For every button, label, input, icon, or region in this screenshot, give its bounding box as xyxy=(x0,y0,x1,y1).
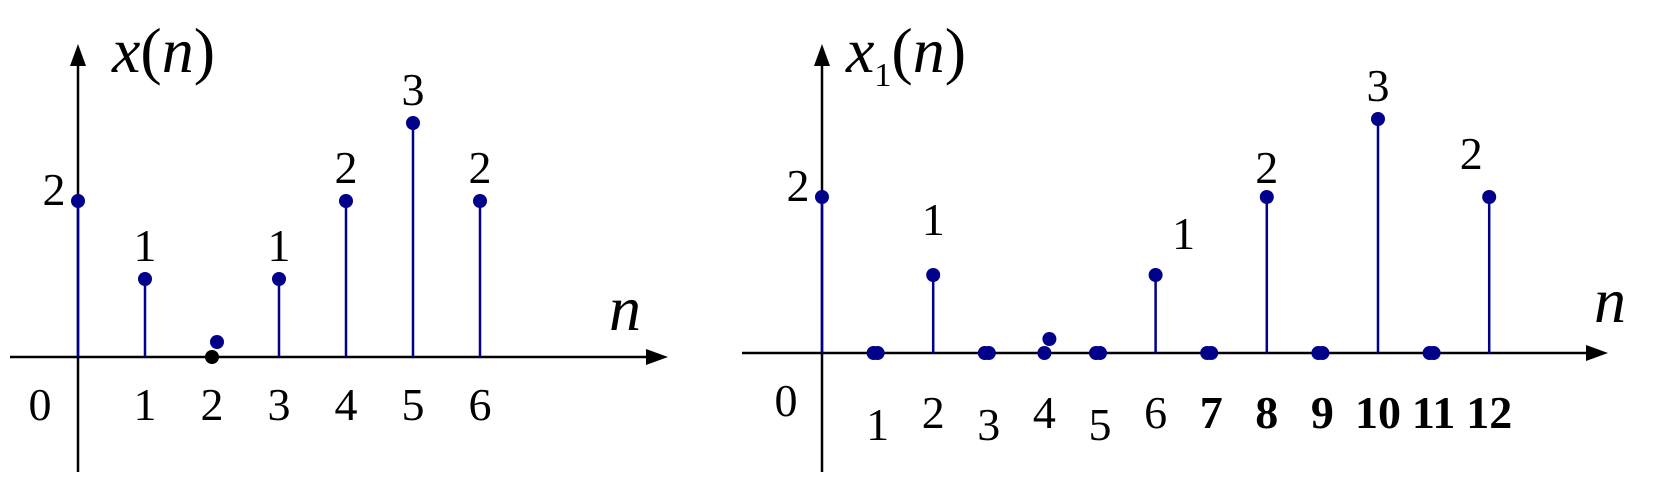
stem-marker xyxy=(1371,112,1385,126)
x-tick-label: 2 xyxy=(201,379,224,430)
x-tick-label: 4 xyxy=(335,379,358,430)
x-tick-label: 12 xyxy=(1466,387,1512,438)
stem-marker xyxy=(1148,268,1163,282)
x-tick-label: 7 xyxy=(1200,387,1223,438)
chart-title-arg: n xyxy=(913,15,945,86)
zero-marker-double xyxy=(1200,346,1215,360)
zero-marker xyxy=(1037,346,1052,360)
x-tick-label: 1 xyxy=(134,379,157,430)
zero-marker-double xyxy=(1089,346,1103,360)
chart-title-base: x xyxy=(845,15,874,86)
x-tick-label: 1 xyxy=(866,399,889,450)
zero-marker-double xyxy=(1422,346,1437,360)
chart-title: x(n) xyxy=(111,15,215,86)
y-axis-arrow xyxy=(70,44,86,66)
x-tick-label: 5 xyxy=(402,379,425,430)
stem-marker xyxy=(1259,190,1274,204)
value-label: 2 xyxy=(787,160,810,211)
y-axis-arrow xyxy=(814,44,830,66)
origin-label: 0 xyxy=(29,379,52,430)
chart-title-base: x xyxy=(111,15,140,86)
value-label: 1 xyxy=(1172,208,1195,259)
zero-marker-double xyxy=(1311,346,1326,360)
x-tick-label: 6 xyxy=(1144,387,1167,438)
value-label: 3 xyxy=(402,64,425,115)
stem-marker xyxy=(339,194,353,208)
value-label: 2 xyxy=(469,142,492,193)
stem-marker xyxy=(138,272,152,286)
stem-marker xyxy=(1482,190,1497,204)
chart-title-close: ) xyxy=(945,15,966,86)
x-axis-label: n xyxy=(609,273,641,344)
x-tick-label: 8 xyxy=(1255,387,1278,438)
x-tick-label: 4 xyxy=(1033,387,1056,438)
zero-marker-double xyxy=(866,346,881,360)
chart-title-open: ( xyxy=(891,15,912,86)
stem-marker xyxy=(473,194,487,208)
origin-label: 0 xyxy=(775,375,798,426)
x-axis-arrow xyxy=(1586,345,1608,361)
x-tick-label: 6 xyxy=(469,379,492,430)
chart-title-sub: 1 xyxy=(874,57,891,94)
zero-marker-offset xyxy=(210,335,224,349)
stem-marker xyxy=(272,272,286,286)
x-tick-label: 10 xyxy=(1355,387,1401,438)
stem-marker xyxy=(815,190,829,204)
chart-title-arg: n xyxy=(162,15,194,86)
value-label: 1 xyxy=(268,220,291,271)
x-tick-label: 3 xyxy=(977,399,1000,450)
chart-title: x1(n) xyxy=(845,15,966,94)
chart-title-close: ) xyxy=(194,15,215,86)
stem-marker xyxy=(406,116,420,130)
value-label: 1 xyxy=(134,220,157,271)
x-axis-label: n xyxy=(1594,265,1626,336)
value-label: 2 xyxy=(1255,142,1278,193)
zero-marker-offset xyxy=(1042,332,1057,346)
chart-title-open: ( xyxy=(140,15,161,86)
x-tick-label: 9 xyxy=(1311,387,1334,438)
value-label: 3 xyxy=(1367,60,1390,111)
zero-marker-double xyxy=(977,346,992,360)
x-tick-label: 11 xyxy=(1412,387,1455,438)
zero-marker xyxy=(205,350,219,364)
stem-marker xyxy=(71,194,85,208)
x-tick-label: 2 xyxy=(922,387,945,438)
value-label: 2 xyxy=(335,142,358,193)
x-tick-label: 5 xyxy=(1089,399,1112,450)
x-axis-arrow xyxy=(646,349,668,365)
value-label: 2 xyxy=(43,164,66,215)
x-tick-label: 3 xyxy=(268,379,291,430)
value-label: 2 xyxy=(1460,128,1483,179)
value-label: 1 xyxy=(922,194,945,245)
stem-marker xyxy=(926,268,941,282)
